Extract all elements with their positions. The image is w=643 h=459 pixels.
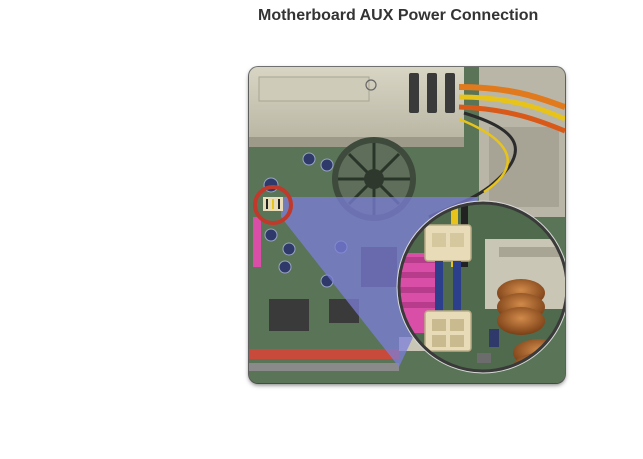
zoom-inset-border [397,201,565,373]
page-title: Motherboard AUX Power Connection [258,7,539,24]
expansion-slot [249,349,399,359]
aux-power-header [424,310,472,352]
aux-power-plug [424,224,472,262]
motherboard-illustration [249,67,565,383]
aux-connector-marker [253,185,293,225]
memory-slot [253,217,261,267]
psu-cable-bundle [458,84,565,110]
